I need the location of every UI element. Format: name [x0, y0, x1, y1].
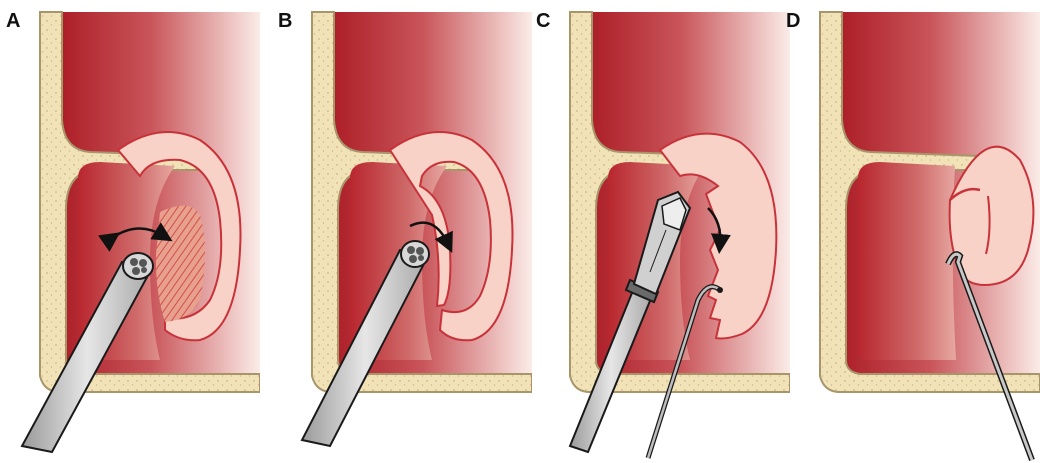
- panel-label-c: C: [536, 10, 550, 33]
- panel-d: D: [780, 0, 1040, 463]
- panel-a: A: [0, 0, 260, 463]
- panel-b: B: [272, 0, 532, 463]
- panel-label-a: A: [6, 10, 20, 33]
- panel-a-illustration: [0, 0, 260, 463]
- sinus-cavity: [858, 162, 956, 360]
- panel-b-illustration: [272, 0, 532, 463]
- panel-d-illustration: [780, 0, 1040, 463]
- panel-label-d: D: [786, 10, 800, 33]
- panel-label-b: B: [278, 10, 292, 33]
- panel-c: C: [530, 0, 790, 463]
- panel-c-illustration: [530, 0, 790, 463]
